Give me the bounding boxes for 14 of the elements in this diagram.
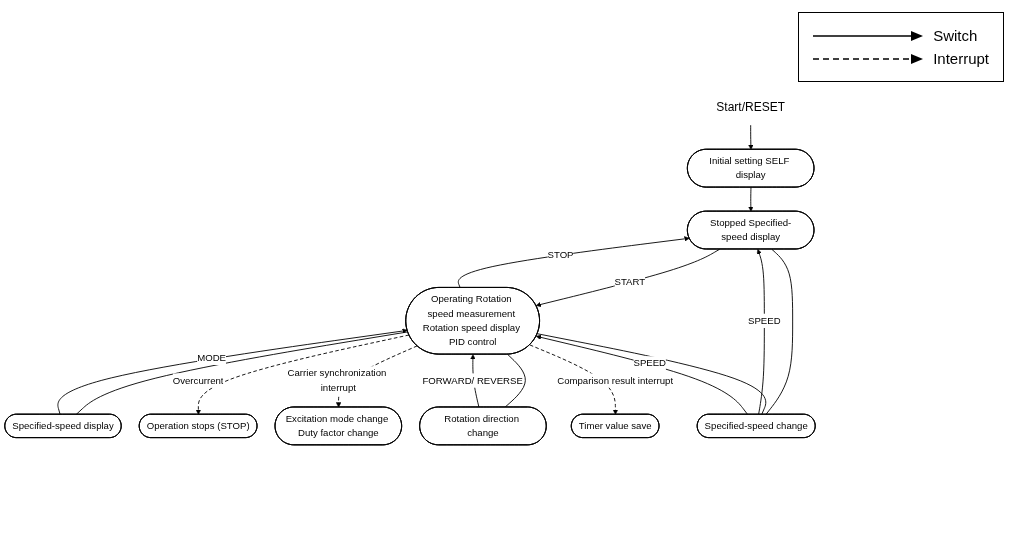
edge-label: Overcurrent [172,375,224,386]
edge-label: SPEED [633,357,667,369]
legend-label: Interrupt [933,50,989,67]
connector [504,353,526,408]
edge-label: Carrier synchronization interrupt [287,367,387,393]
edge-label: Comparison result interrupt [557,375,674,386]
connector [765,248,794,415]
edge-label: FORWARD/ REVERSE [422,375,523,386]
node-text: Start/RESET [716,100,786,114]
edge-label: MODE [197,352,226,363]
edge-label: SPEED [748,315,781,326]
legend-label: Switch [933,27,978,44]
edge-label: START [614,277,646,288]
edge-label: STOP [547,249,574,260]
